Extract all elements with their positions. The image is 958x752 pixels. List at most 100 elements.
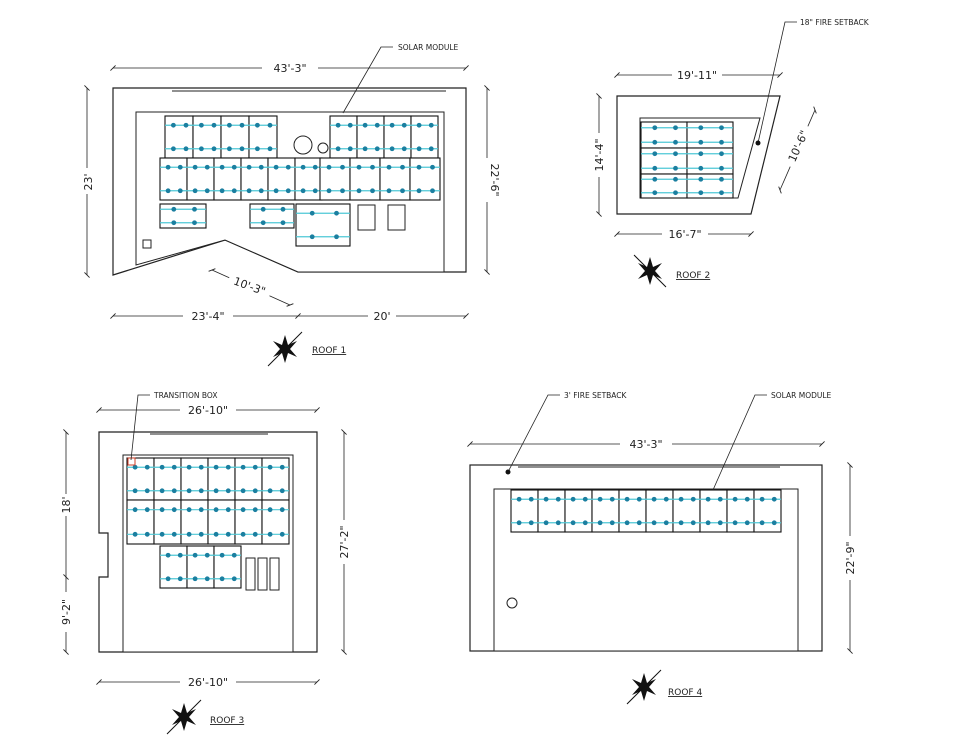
roof-3-solar-module [207, 499, 236, 545]
roof-3-title: ROOF 3 [210, 716, 244, 726]
roof-1-solar-module [186, 157, 215, 201]
roof-3-attachment [165, 576, 171, 582]
roof-1-attachment [335, 122, 341, 128]
roof-3-attachment [204, 552, 210, 558]
roof-3-attachment [225, 464, 231, 470]
roof-1-attachment [416, 146, 422, 152]
roof-1-attachment [416, 188, 422, 194]
roof-2-solar-module [686, 173, 734, 199]
roof-1-solar-module [319, 157, 351, 201]
roof-3-attachment [177, 576, 183, 582]
roof-3-attachment [240, 488, 246, 494]
roof-2-dim-left: 14'-4" [593, 138, 606, 171]
roof-1-attachment [374, 122, 380, 128]
roof-4-attachment [543, 496, 549, 502]
roof-1-attachment [171, 220, 177, 226]
roof-4-attachment [582, 496, 588, 502]
roof-1-attachment [273, 164, 279, 170]
roof-3-attachment [198, 464, 204, 470]
roof-3-attachment [213, 464, 219, 470]
roof-1-attachment [280, 206, 286, 212]
roof-3-solar-module [234, 457, 263, 501]
roof-1-attachment [340, 164, 345, 170]
roof-3-attachment [213, 507, 219, 513]
roof-1-attachment [258, 188, 264, 194]
roof-2-attachment [673, 176, 678, 182]
roof-1-attachment [334, 234, 339, 240]
roof-4-attachment [555, 520, 561, 526]
roof-1-attachment [285, 188, 291, 194]
roof-1-attachment [165, 188, 171, 194]
roof-4-attachment [609, 496, 615, 502]
roof-3-attachment [204, 576, 210, 582]
roof-1-solar-module [220, 115, 250, 159]
roof-4-solar-module [618, 489, 647, 533]
roof-4-attachment [690, 496, 696, 502]
roof-4-solar-module [510, 489, 539, 533]
roof-3-attachment [177, 552, 183, 558]
roof-4-attachment [528, 520, 534, 526]
roof-3-attachment [279, 464, 285, 470]
roof-2-title: ROOF 2 [676, 271, 710, 281]
roof-3-attachment [198, 531, 204, 537]
roof-4-attachment [717, 496, 723, 502]
roof-1-attachment [219, 188, 225, 194]
roof-1-attachment [273, 188, 279, 194]
roof-1-attachment [285, 164, 291, 170]
roof-2-attachment [719, 139, 724, 145]
roof-2-dim-top: 19'-11" [677, 69, 717, 82]
roof-4-attachment [570, 496, 576, 502]
roof-1-attachment [260, 220, 266, 226]
roof-2-attachment [698, 165, 704, 171]
roof-4-attachment [555, 496, 561, 502]
roof-3-attachment [159, 464, 165, 470]
roof-3-attachment [252, 464, 258, 470]
roof-4-attachment [624, 496, 630, 502]
roof-4-attachment [597, 496, 603, 502]
roof-1-attachment [199, 146, 204, 152]
roof-3-attachment [225, 507, 231, 513]
roof-3-attachment [159, 507, 165, 513]
roof-1-attachment [386, 188, 392, 194]
roof-3-solar-module [180, 499, 209, 545]
roof-1-attachment [326, 164, 332, 170]
roof-1-attachment [211, 146, 217, 152]
roof-4-title: ROOF 4 [668, 688, 702, 698]
roof-3-attachment [192, 576, 198, 582]
roof-2-attachment [652, 139, 658, 145]
roof-2-attachment [698, 190, 704, 196]
roof-3-attachment [240, 531, 246, 537]
roof-1-attachment [199, 122, 204, 128]
roof-1-solar-module [192, 115, 222, 159]
roof-1-solar-module [383, 115, 412, 159]
roof-1-attachment [401, 146, 407, 152]
roof-1-skylight [387, 204, 406, 231]
roof-3-skylight [269, 557, 280, 591]
roof-1-solar-module [349, 157, 381, 201]
roof-2-attachment [698, 176, 704, 182]
roof-2-attachment [652, 165, 658, 171]
roof-3-outline [98, 431, 318, 653]
roof-1-attachment [239, 122, 245, 128]
roof-4-attachment [663, 520, 669, 526]
roof-1-solar-module [164, 115, 194, 159]
roof-2-attachment [673, 151, 678, 157]
roof-4-attachment [678, 496, 684, 502]
roof-1-attachment [389, 122, 395, 128]
roof-4-attachment [624, 520, 630, 526]
roof-3-solar-module [261, 499, 290, 545]
roof-3-solar-module [207, 457, 236, 501]
roof-3-attachment [171, 507, 177, 513]
roof-1-attachment [239, 146, 245, 152]
roof-1-attachment [428, 122, 434, 128]
roof-1-attachment [362, 122, 368, 128]
roof-4-attachment [582, 520, 588, 526]
roof-1-attachment [362, 146, 368, 152]
roof-3-module-array [126, 457, 290, 589]
roof-1-dim-right: 22'-6" [488, 163, 501, 196]
roof-4-attachment [759, 496, 765, 502]
roof-4-attachment [516, 520, 522, 526]
roof-1-solar-module [295, 203, 351, 247]
roof-3-attachment [279, 531, 285, 537]
roof-3-solar-module [261, 457, 290, 501]
